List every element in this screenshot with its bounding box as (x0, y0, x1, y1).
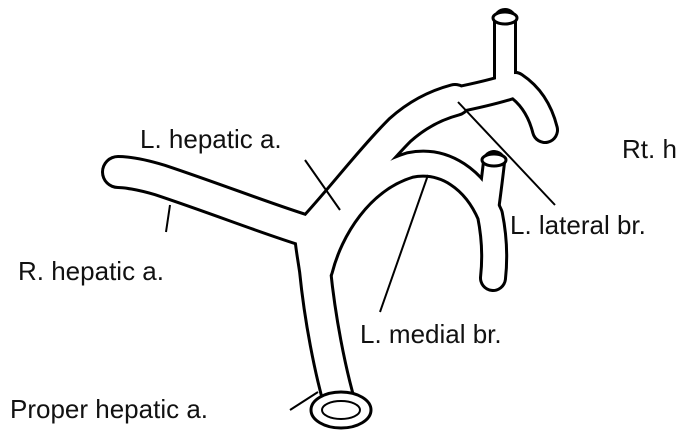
label-right-truncated: Rt. h (622, 134, 677, 164)
label-left-hepatic: L. hepatic a. (140, 124, 282, 154)
top-branch-lumen (493, 12, 517, 24)
label-proper-hepatic: Proper hepatic a. (10, 394, 208, 424)
side-stub-lumen (482, 154, 506, 166)
leader-right-hepatic (166, 205, 170, 232)
label-left-medial: L. medial br. (360, 319, 502, 349)
leader-left-medial (380, 175, 428, 312)
proper-hepatic-lumen-inner (322, 401, 360, 419)
label-left-lateral: L. lateral br. (510, 210, 646, 240)
label-right-hepatic: R. hepatic a. (18, 256, 164, 286)
